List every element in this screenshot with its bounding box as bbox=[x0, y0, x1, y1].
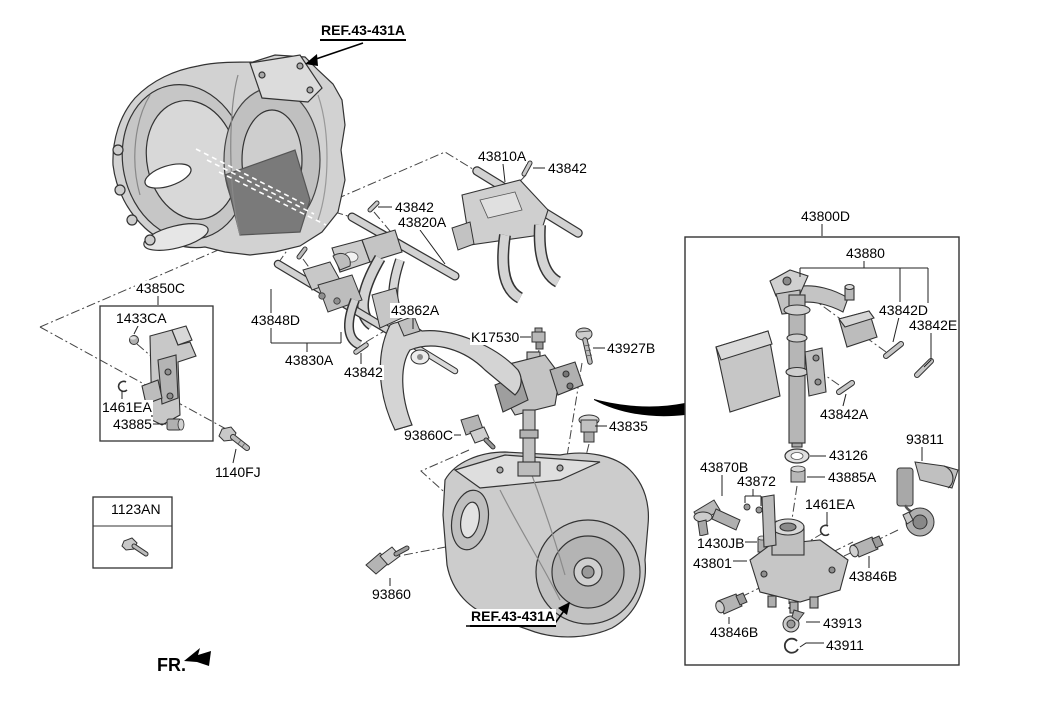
part-label-43800D: 43800D bbox=[800, 208, 852, 224]
part-label-43810A: 43810A bbox=[477, 148, 528, 164]
part-label-43126: 43126 bbox=[828, 447, 869, 463]
lever-43870B bbox=[693, 499, 741, 537]
part-label-43801: 43801 bbox=[692, 555, 733, 571]
clip-43913 bbox=[782, 609, 805, 633]
ref-callout-top: REF.43-431A bbox=[320, 23, 407, 41]
pin-43842-mid bbox=[367, 200, 380, 213]
part-label-43842-top: 43842 bbox=[547, 160, 588, 176]
bracket-part-43850C bbox=[141, 325, 197, 426]
pins-43872 bbox=[743, 503, 763, 514]
part-label-1123AN: 1123AN bbox=[110, 501, 162, 517]
snap-ring-43911 bbox=[783, 637, 799, 654]
part-label-43842E: 43842E bbox=[908, 317, 959, 333]
group-box-43800D bbox=[684, 236, 960, 666]
fr-direction-arrow bbox=[184, 648, 211, 666]
part-label-43862A: 43862A bbox=[390, 302, 441, 318]
box-1123AN bbox=[92, 496, 173, 569]
ref-callout-bottom: REF.43-431A bbox=[470, 609, 557, 627]
bolt-1140FJ bbox=[218, 426, 250, 451]
ref-arrow-top bbox=[305, 42, 364, 66]
sensor-K17530 bbox=[531, 327, 546, 350]
plug-43846B-left bbox=[715, 592, 748, 615]
clip-1461EA-left bbox=[117, 380, 128, 393]
part-label-43846B-right: 43846B bbox=[848, 568, 899, 584]
swoosh-pointer bbox=[594, 399, 685, 417]
plug-43846B-right bbox=[849, 535, 884, 558]
part-label-1430JB: 1430JB bbox=[696, 535, 746, 551]
fork-43810A bbox=[451, 166, 583, 304]
housing-43801 bbox=[749, 494, 849, 614]
part-label-93811: 93811 bbox=[905, 431, 945, 447]
part-label-43830A: 43830A bbox=[284, 352, 335, 368]
part-label-43850C: 43850C bbox=[135, 280, 187, 296]
part-label-43848D: 43848D bbox=[250, 312, 302, 328]
housing-alignment-dashes bbox=[195, 148, 327, 226]
part-label-43872: 43872 bbox=[736, 473, 777, 489]
part-label-1461EA-left: 1461EA bbox=[101, 399, 153, 415]
part-label-43842-low: 43842 bbox=[343, 364, 384, 380]
sensor-93860 bbox=[365, 545, 410, 575]
bushing-43885 bbox=[166, 418, 185, 431]
part-label-93860C: 93860C bbox=[403, 427, 455, 443]
pin-1433CA bbox=[129, 335, 139, 345]
part-label-43885A: 43885A bbox=[827, 469, 878, 485]
fork-43862A bbox=[379, 315, 522, 431]
part-label-43835: 43835 bbox=[608, 418, 649, 434]
bolt-43927B bbox=[575, 327, 593, 365]
part-label-43842A: 43842A bbox=[819, 406, 870, 422]
part-label-1433CA: 1433CA bbox=[115, 310, 168, 326]
pin-43842-low bbox=[353, 342, 369, 355]
part-label-1461EA-right: 1461EA bbox=[804, 496, 856, 512]
sensor-93860C bbox=[460, 414, 496, 450]
fr-direction-label: FR. bbox=[157, 655, 186, 675]
transmission-housing-lower bbox=[442, 451, 650, 638]
clip-1461EA-right bbox=[819, 524, 830, 537]
pin-43842A bbox=[836, 380, 855, 395]
part-label-43820A: 43820A bbox=[397, 214, 448, 230]
part-label-43927B: 43927B bbox=[606, 340, 657, 356]
pin-43842E bbox=[914, 358, 934, 378]
pin-43842-top bbox=[521, 160, 533, 177]
rail-assembly-43830A bbox=[273, 246, 459, 375]
part-label-1140FJ: 1140FJ bbox=[214, 464, 262, 480]
group-box-43850C bbox=[99, 305, 214, 442]
part-label-43880: 43880 bbox=[845, 245, 886, 261]
part-label-43913: 43913 bbox=[822, 615, 863, 631]
part-label-43846B-left: 43846B bbox=[709, 624, 760, 640]
bolt-1123AN bbox=[121, 537, 149, 557]
plug-43835 bbox=[578, 414, 600, 443]
part-label-43842-mid: 43842 bbox=[394, 199, 435, 215]
part-label-43870B: 43870B bbox=[699, 459, 750, 475]
clutch-housing-illustration bbox=[112, 54, 346, 256]
part-label-43885: 43885 bbox=[112, 416, 153, 432]
part-label-93860: 93860 bbox=[371, 586, 412, 602]
washer-43126 bbox=[784, 448, 810, 464]
pin-43842D bbox=[883, 341, 904, 359]
bushing-43885A bbox=[790, 465, 806, 483]
sensor-93811 bbox=[896, 461, 959, 537]
part-label-43911: 43911 bbox=[825, 637, 865, 653]
part-label-K17530: K17530 bbox=[470, 329, 521, 345]
lever-assembly-43880 bbox=[715, 269, 878, 448]
part-label-43842D: 43842D bbox=[878, 302, 930, 318]
